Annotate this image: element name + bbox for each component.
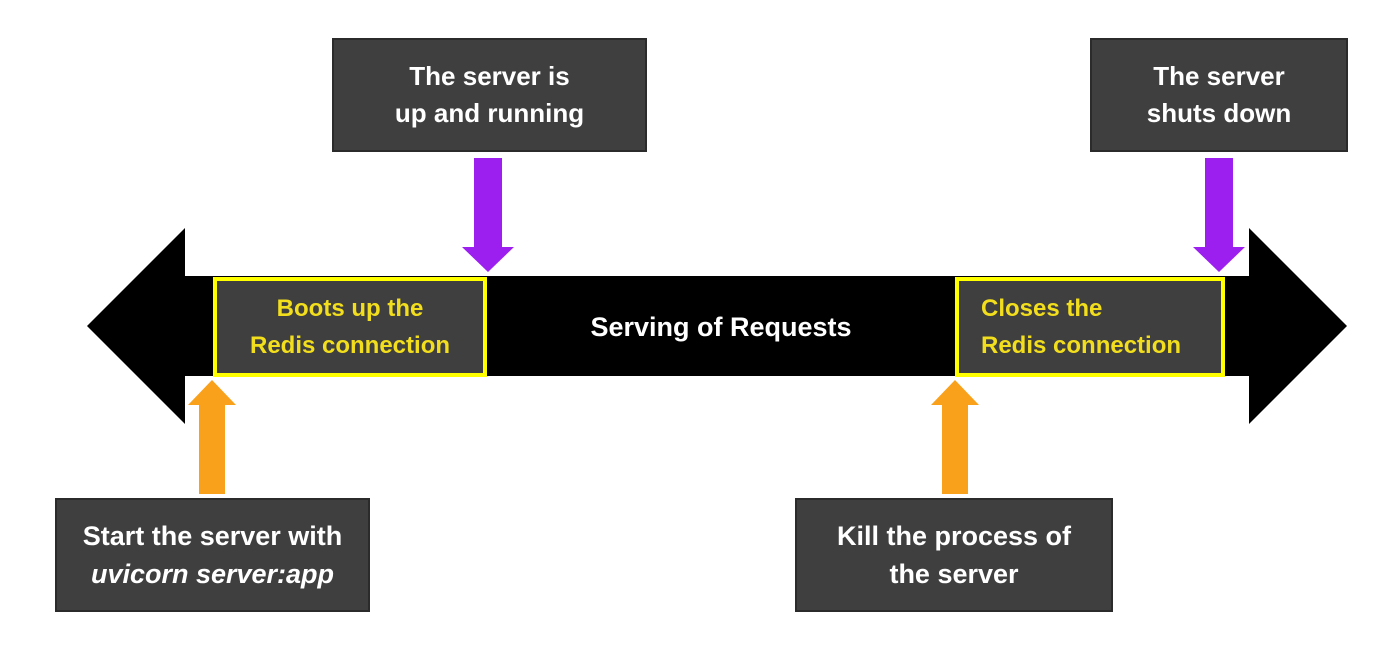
- timeline-step-text-line: Closes the: [981, 294, 1103, 322]
- down-arrow-icon-server-up: [462, 158, 514, 272]
- timeline-step-text-line: Redis connection: [981, 332, 1182, 359]
- timeline-step-close-redis: Closes the Redis connection: [955, 277, 1225, 377]
- up-arrow-icon-kill-process: [931, 380, 979, 494]
- callout-kill-process: Kill the process of the server: [795, 498, 1113, 612]
- uvicorn-command-text: uvicorn server:app: [90, 559, 335, 589]
- callout-server-shutdown: The server shuts down: [1090, 38, 1348, 152]
- callout-text-line: The server is: [409, 61, 570, 92]
- callout-text-line: Kill the process of: [836, 520, 1072, 551]
- timeline-step-boot-redis: Boots up the Redis connection: [213, 277, 487, 377]
- callout-server-up: The server is up and running: [332, 38, 647, 152]
- callout-text-line: Start the server with: [82, 520, 343, 551]
- timeline-step-text-line: Boots up the: [276, 294, 424, 322]
- up-arrow-icon-start-server: [188, 380, 236, 494]
- callout-text-line: The server: [1153, 61, 1285, 92]
- callout-text-line: up and running: [394, 98, 585, 128]
- callout-text-line: shuts down: [1146, 98, 1292, 128]
- callout-text-line: the server: [889, 559, 1019, 589]
- down-arrow-icon-server-shutdown: [1193, 158, 1245, 272]
- callout-start-server: Start the server with uvicorn server:app: [55, 498, 370, 612]
- timeline-center-label: Serving of Requests: [590, 311, 852, 342]
- timeline-step-text-line: Redis connection: [249, 332, 451, 359]
